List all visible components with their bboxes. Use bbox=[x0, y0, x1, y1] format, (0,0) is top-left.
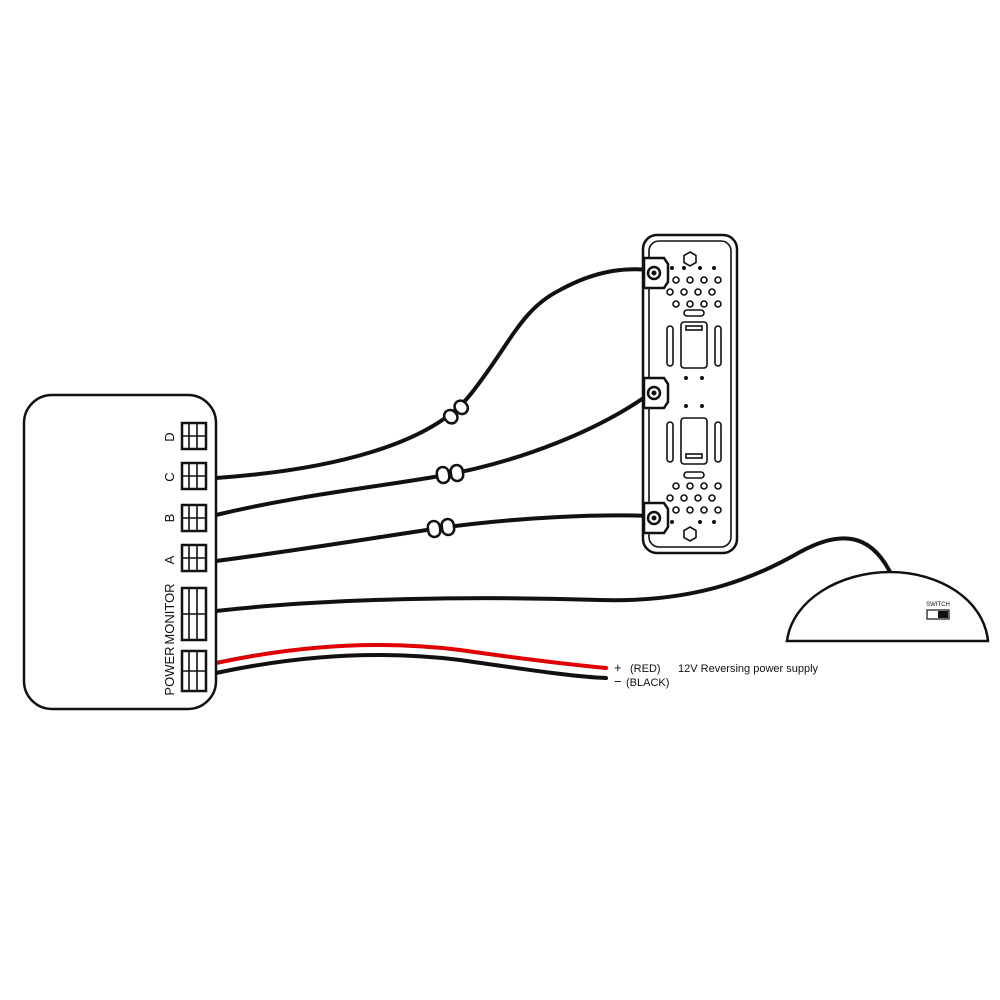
switch-unit-body bbox=[785, 570, 990, 643]
inline-connector-bottom bbox=[426, 517, 456, 539]
frame-slots-lower bbox=[666, 417, 722, 465]
port-monitor-label: MONITOR bbox=[162, 583, 177, 644]
port-b: B bbox=[162, 503, 208, 533]
port-c: C bbox=[162, 461, 208, 491]
camera-bottom bbox=[642, 501, 670, 535]
hex-screw-top bbox=[683, 251, 697, 267]
port-a: A bbox=[162, 543, 208, 573]
inline-connectors bbox=[426, 399, 470, 539]
camera-top bbox=[642, 256, 670, 290]
switch-unit: SWITCH bbox=[785, 570, 990, 643]
hex-screw-bottom bbox=[683, 526, 697, 542]
negative-symbol: − bbox=[614, 674, 622, 689]
port-d: D bbox=[162, 421, 208, 451]
frame-holes-middle bbox=[684, 376, 704, 408]
inline-connector-middle bbox=[435, 463, 465, 485]
negative-label: (BLACK) bbox=[626, 677, 669, 689]
port-power: POWER bbox=[162, 646, 208, 696]
camera-middle bbox=[642, 376, 670, 410]
wires bbox=[214, 267, 892, 680]
wire-power-red bbox=[214, 642, 608, 670]
wire-power-black bbox=[214, 652, 608, 680]
control-box: D C B A bbox=[22, 393, 218, 711]
frame-holes-upper bbox=[666, 266, 722, 317]
port-a-label: A bbox=[162, 555, 177, 564]
switch-label: SWITCH bbox=[926, 602, 950, 608]
positive-label: (RED) bbox=[630, 663, 661, 675]
power-supply-description: 12V Reversing power supply bbox=[678, 663, 819, 675]
inline-connector-top bbox=[442, 399, 470, 425]
power-labels: + (RED) − (BLACK) 12V Reversing power su… bbox=[614, 660, 819, 689]
port-b-label: B bbox=[162, 514, 177, 523]
license-plate-camera-frame bbox=[641, 233, 739, 555]
frame-holes-lower bbox=[666, 471, 722, 524]
port-d-label: D bbox=[162, 432, 177, 441]
wire-port-c-to-camera-top bbox=[214, 267, 654, 480]
port-power-label: POWER bbox=[162, 646, 177, 695]
port-c-label: C bbox=[162, 472, 177, 481]
control-box-body bbox=[22, 393, 218, 711]
wire-port-b-to-camera-middle bbox=[214, 390, 654, 517]
positive-symbol: + bbox=[614, 660, 622, 675]
frame-slots-upper bbox=[666, 321, 722, 369]
wire-monitor-to-switch-unit bbox=[214, 536, 892, 613]
port-monitor: MONITOR bbox=[162, 583, 208, 645]
switch-toggle-knob bbox=[938, 611, 948, 618]
